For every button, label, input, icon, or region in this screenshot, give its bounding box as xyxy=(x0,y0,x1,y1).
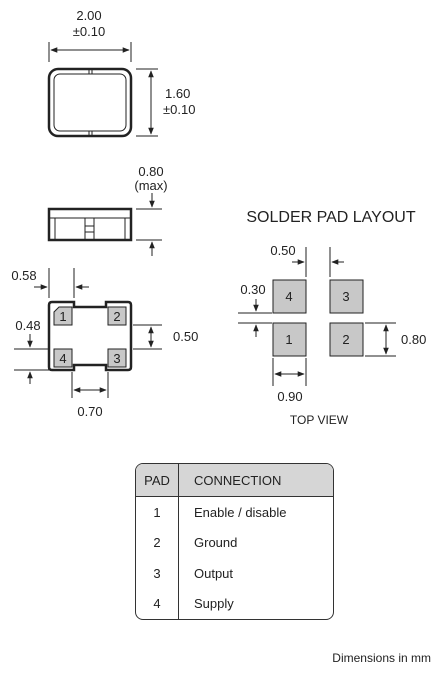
bottom-pad-3 xyxy=(107,348,127,368)
layout-pad-2 xyxy=(329,322,364,357)
pad-pitch-y-value: 0.50 xyxy=(173,329,198,344)
pad-number: 2 xyxy=(136,527,179,558)
layout-gap-x-value: 0.50 xyxy=(270,243,295,258)
package-outline-top xyxy=(47,67,133,138)
table-row: 2 Ground xyxy=(136,527,333,558)
layout-pad-1-label: 1 xyxy=(285,332,292,347)
bottom-pad-3-label: 3 xyxy=(113,351,120,366)
pad-offset-value: 0.48 xyxy=(15,318,40,333)
bottom-view: 1 2 3 4 0.58 0.48 0.50 0.70 xyxy=(11,268,198,419)
pad-number: 4 xyxy=(136,588,179,619)
table-row: 3 Output xyxy=(136,558,333,589)
layout-pad-4 xyxy=(272,279,307,314)
solder-layout-title: SOLDER PAD LAYOUT xyxy=(246,209,415,226)
layout-pad-4-label: 4 xyxy=(285,289,292,304)
thickness-note: (max) xyxy=(134,178,167,193)
pad-gap-value: 0.70 xyxy=(77,404,102,419)
width-tolerance: ±0.10 xyxy=(73,24,105,39)
layout-pad-width-value: 0.90 xyxy=(277,389,302,404)
top-view: 2.00 ±0.10 1.60 ±0.10 xyxy=(47,8,195,138)
pad-connection: Supply xyxy=(194,596,234,612)
top-view-caption: TOP VIEW xyxy=(290,413,349,427)
pad-number: 1 xyxy=(136,497,179,528)
height-value: 1.60 xyxy=(165,86,190,101)
bottom-pad-1-label: 1 xyxy=(59,309,66,324)
bottom-pad-4-label: 4 xyxy=(59,351,66,366)
layout-pad-3-label: 3 xyxy=(342,289,349,304)
side-view: 0.80 (max) xyxy=(47,164,168,256)
pad-connection: Ground xyxy=(194,535,238,551)
bottom-pad-4 xyxy=(53,348,73,368)
solder-pad-layout: SOLDER PAD LAYOUT 4 3 1 2 0.50 0.30 0.80… xyxy=(238,209,426,427)
header-pad: PAD xyxy=(136,464,179,496)
package-outline-side xyxy=(47,207,133,242)
header-connection: CONNECTION xyxy=(194,472,282,488)
thickness-value: 0.80 xyxy=(138,164,163,179)
pad-pitch-x-value: 0.58 xyxy=(11,268,36,283)
width-value: 2.00 xyxy=(76,8,101,23)
layout-pad-2-label: 2 xyxy=(342,332,349,347)
layout-pad-height-value: 0.80 xyxy=(401,332,426,347)
layout-pad-3 xyxy=(329,279,364,314)
layout-gap-y-value: 0.30 xyxy=(240,282,265,297)
height-tolerance: ±0.10 xyxy=(163,102,195,117)
layout-pad-1 xyxy=(272,322,307,357)
units-note: Dimensions in mm xyxy=(332,651,431,665)
package-lid xyxy=(53,73,127,132)
bottom-pad-2 xyxy=(107,306,127,326)
pad-connection: Enable / disable xyxy=(194,504,287,520)
pin-connection-table: PAD CONNECTION 1 Enable / disable 2 Grou… xyxy=(135,463,334,620)
pad-connection: Output xyxy=(194,565,234,581)
table-row: 4 Supply xyxy=(136,588,333,619)
pad-number: 3 xyxy=(136,558,179,589)
package-outline-bottom xyxy=(47,300,133,372)
bottom-pad-2-label: 2 xyxy=(113,309,120,324)
table-row: 1 Enable / disable xyxy=(136,497,333,528)
bottom-pad-1 xyxy=(53,306,73,326)
table-header-row: PAD CONNECTION xyxy=(136,464,333,497)
